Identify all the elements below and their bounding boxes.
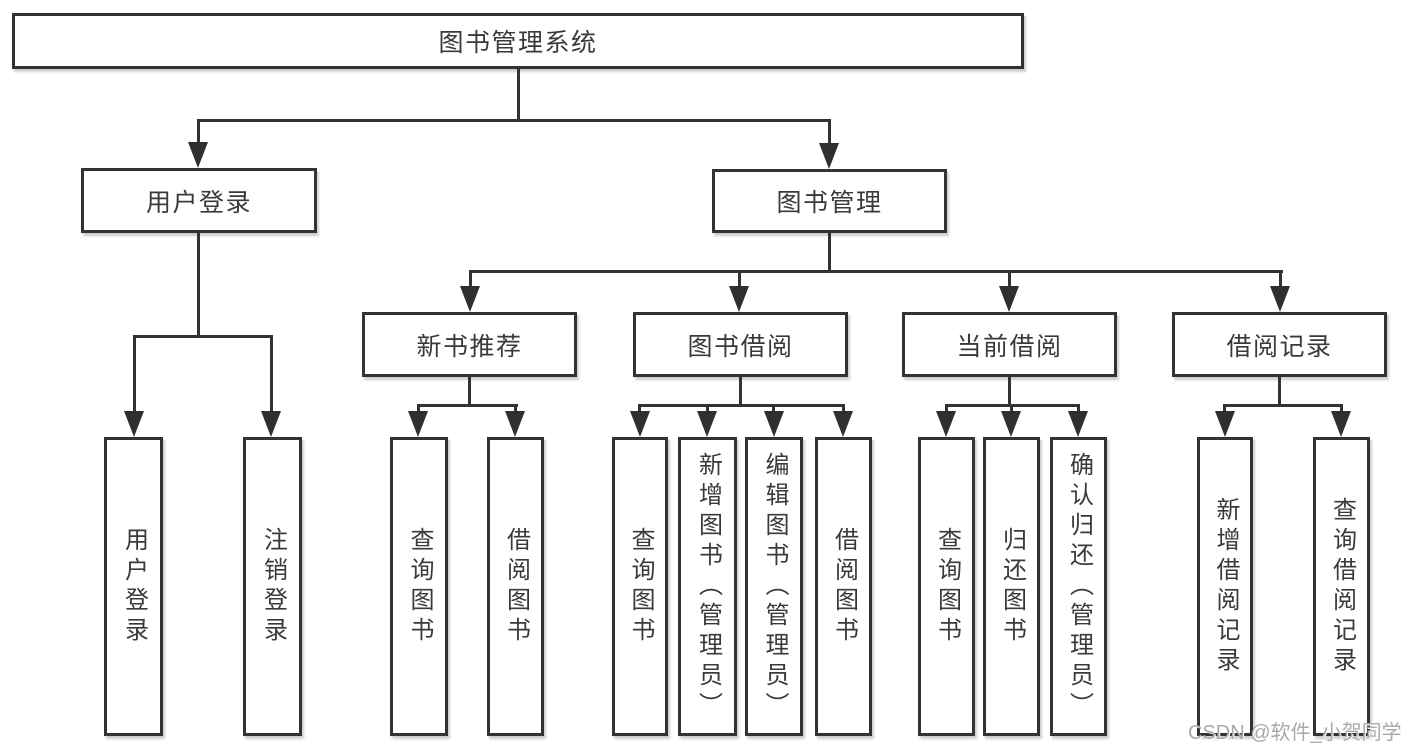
leaf-label: 注销登录 xyxy=(259,526,287,647)
leaf-query-borrow-record: 查询借阅记录 xyxy=(1313,437,1370,736)
connector-line xyxy=(1278,377,1281,407)
leaf-add-books-admin: 新增图书（管理员） xyxy=(678,437,737,736)
leaf-label: 查询图书 xyxy=(627,526,654,647)
leaf-label: 查询图书 xyxy=(933,526,961,647)
connector-line xyxy=(1008,377,1011,407)
connector-line xyxy=(1077,404,1080,416)
connector-line xyxy=(197,119,831,122)
node-borrow-records: 借阅记录 xyxy=(1172,312,1387,377)
connector-line xyxy=(828,119,831,146)
connector-line xyxy=(514,404,517,416)
leaf-borrow-books-1: 借阅图书 xyxy=(487,437,544,736)
leaf-label: 新增借阅记录 xyxy=(1212,496,1239,677)
connector-line xyxy=(197,233,200,338)
connector-line xyxy=(638,404,844,407)
arrow-down-icon xyxy=(1215,411,1235,437)
connector-line xyxy=(738,270,741,288)
leaf-label: 查询图书 xyxy=(406,526,433,647)
leaf-edit-books-admin: 编辑图书（管理员） xyxy=(745,437,803,736)
leaf-label: 编辑图书（管理员） xyxy=(761,451,788,722)
leaf-label: 用户登录 xyxy=(120,526,148,647)
arrow-down-icon xyxy=(630,411,650,437)
arrow-down-icon xyxy=(697,411,717,437)
arrow-down-icon xyxy=(1001,411,1021,437)
arrow-down-icon xyxy=(124,411,144,437)
connector-line xyxy=(417,404,518,407)
arrow-down-icon xyxy=(1068,411,1088,437)
connector-line xyxy=(1340,404,1343,416)
leaf-label: 确认归还（管理员） xyxy=(1065,451,1093,722)
leaf-return-books: 归还图书 xyxy=(983,437,1040,736)
connector-line xyxy=(469,270,472,288)
connector-line xyxy=(638,404,641,416)
arrow-down-icon xyxy=(408,411,428,437)
arrow-down-icon xyxy=(999,286,1019,312)
leaf-label: 查询借阅记录 xyxy=(1328,496,1356,677)
leaf-query-books-2: 查询图书 xyxy=(612,437,668,736)
leaf-confirm-return-admin: 确认归还（管理员） xyxy=(1050,437,1107,736)
leaf-label: 借阅图书 xyxy=(830,526,858,647)
arrow-down-icon xyxy=(729,286,749,312)
arrow-down-icon xyxy=(505,411,525,437)
arrow-down-icon xyxy=(936,411,956,437)
node-new-book-recommend: 新书推荐 xyxy=(362,312,577,377)
connector-line xyxy=(1279,270,1282,288)
arrow-down-icon xyxy=(764,411,784,437)
connector-line xyxy=(469,270,1283,273)
arrow-down-icon xyxy=(1270,286,1290,312)
node-book-management: 图书管理 xyxy=(712,169,947,233)
connector-line xyxy=(1223,404,1343,407)
connector-line xyxy=(468,377,471,407)
csdn-watermark: CSDN @软件_小贺同学 xyxy=(1188,722,1402,744)
leaf-logout: 注销登录 xyxy=(243,437,302,736)
leaf-label: 归还图书 xyxy=(998,526,1026,647)
leaf-user-login: 用户登录 xyxy=(104,437,163,736)
connector-line xyxy=(197,119,200,146)
leaf-borrow-books-2: 借阅图书 xyxy=(815,437,872,736)
arrow-down-icon xyxy=(460,286,480,312)
connector-line xyxy=(739,377,742,407)
node-book-borrow: 图书借阅 xyxy=(633,312,848,377)
arrow-down-icon xyxy=(833,411,853,437)
node-current-borrow: 当前借阅 xyxy=(902,312,1117,377)
connector-line xyxy=(842,404,845,416)
connector-line xyxy=(828,233,831,273)
arrow-down-icon xyxy=(261,411,281,437)
connector-line xyxy=(1008,270,1011,288)
leaf-add-borrow-record: 新增借阅记录 xyxy=(1197,437,1253,736)
connector-line xyxy=(1010,404,1013,416)
leaf-label: 借阅图书 xyxy=(502,526,530,647)
leaf-label: 新增图书（管理员） xyxy=(694,451,722,722)
arrow-down-icon xyxy=(188,142,208,168)
arrow-down-icon xyxy=(819,143,839,169)
connector-line xyxy=(517,69,520,120)
connector-line xyxy=(1223,404,1226,416)
arrow-down-icon xyxy=(1331,411,1351,437)
connector-line xyxy=(270,335,273,413)
connector-line xyxy=(417,404,420,416)
connector-line xyxy=(133,335,273,338)
connector-line xyxy=(133,335,136,413)
connector-line xyxy=(706,404,709,416)
connector-line xyxy=(772,404,775,416)
node-root-book-management-system: 图书管理系统 xyxy=(12,13,1024,69)
leaf-query-books-1: 查询图书 xyxy=(390,437,448,736)
connector-line xyxy=(945,404,948,416)
node-user-login: 用户登录 xyxy=(81,168,317,233)
leaf-query-books-3: 查询图书 xyxy=(918,437,975,736)
